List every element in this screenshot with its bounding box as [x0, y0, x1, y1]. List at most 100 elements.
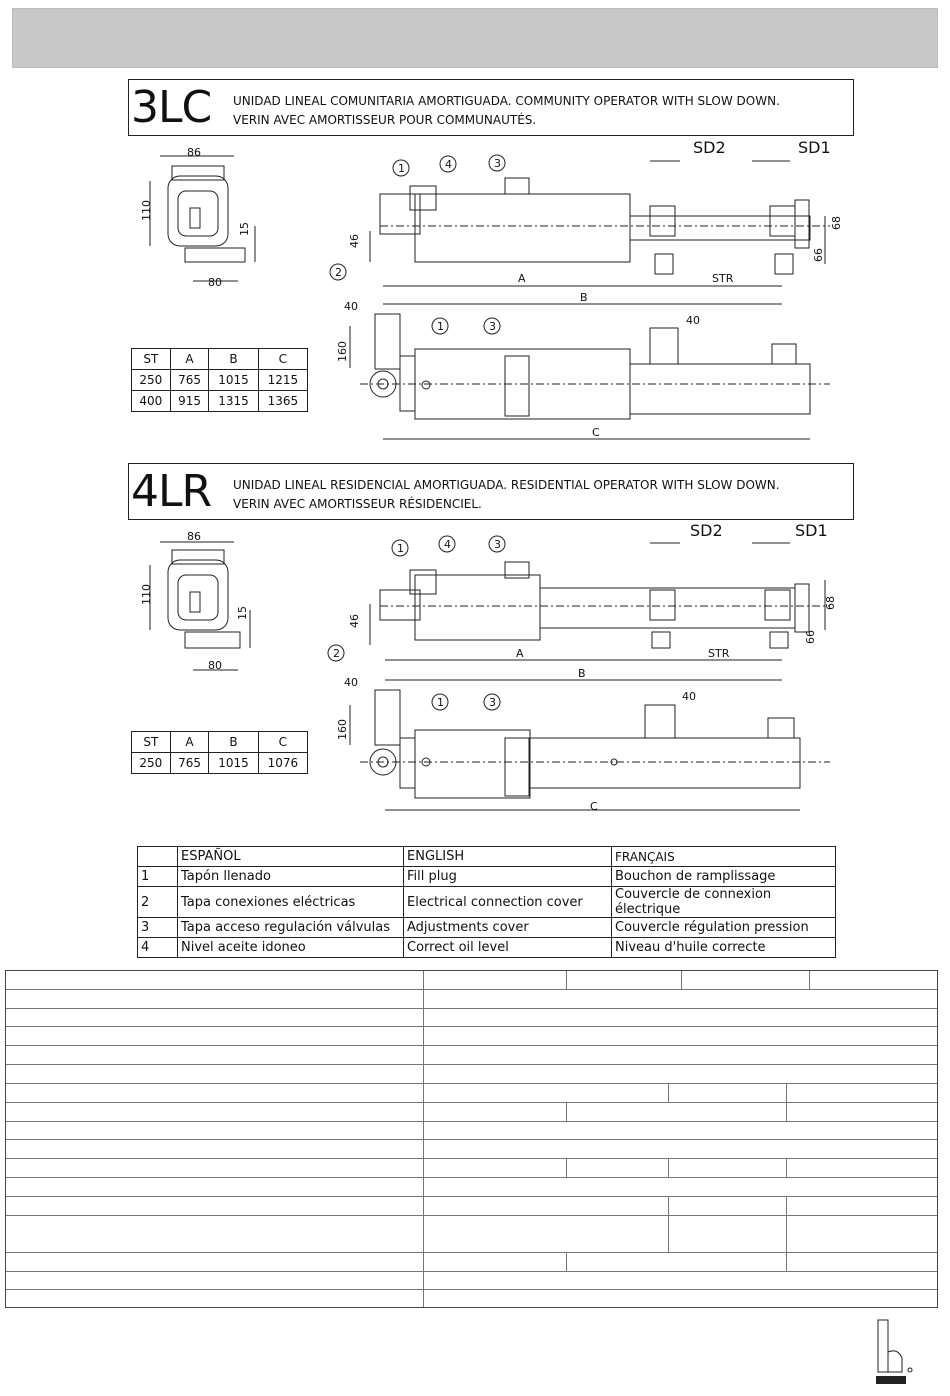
- table-cell: 1215: [257, 369, 309, 391]
- legend-french: Couvercle de connexion électrique: [611, 886, 836, 918]
- callout-3-bottom: 3: [489, 320, 496, 333]
- dim-c: C: [592, 426, 600, 439]
- legend-spanish: Tapón llenado: [177, 866, 404, 887]
- dim-160: 160: [336, 719, 349, 740]
- dim-66: 66: [812, 248, 825, 262]
- header-cell: A: [169, 731, 210, 753]
- legend-english: Adjustments cover: [403, 917, 612, 938]
- table-cell: 1315: [208, 390, 259, 412]
- dim-width: 86: [187, 530, 201, 543]
- table-cell: 400: [131, 390, 171, 412]
- label-sd2: SD2: [693, 138, 726, 157]
- dim-68: 68: [824, 596, 837, 610]
- legend-number: 1: [137, 866, 178, 887]
- dim-b: B: [580, 291, 588, 304]
- model-code: 3LC: [131, 82, 212, 133]
- table-cell: 765: [169, 752, 210, 774]
- table-cell: 1015: [208, 752, 259, 774]
- dim-40-right: 40: [686, 314, 700, 327]
- header-cell: B: [208, 348, 259, 370]
- label-sd2: SD2: [690, 521, 723, 540]
- model-4lr-dimension-table: ST A B C 250 765 1015 1076: [131, 731, 309, 774]
- dim-base: 80: [208, 659, 222, 672]
- legend-number: 3: [137, 917, 178, 938]
- model-description: UNIDAD LINEAL RESIDENCIAL AMORTIGUADA. R…: [233, 476, 780, 514]
- legend-english: Electrical connection cover: [403, 886, 612, 918]
- dim-46: 46: [348, 614, 361, 628]
- model-description: UNIDAD LINEAL COMUNITARIA AMORTIGUADA. C…: [233, 92, 780, 130]
- description-line-2: VERIN AVEC AMORTISSEUR RÉSIDENCIEL.: [233, 497, 482, 511]
- dim-a: A: [518, 272, 526, 285]
- dim-str: STR: [708, 647, 730, 660]
- legend-row: 3 Tapa acceso regulación válvulas Adjust…: [137, 917, 836, 938]
- table-row: 250 765 1015 1215: [131, 369, 309, 391]
- dim-40-right: 40: [682, 690, 696, 703]
- legend-row: 1 Tapón llenado Fill plug Bouchon de ram…: [137, 866, 836, 887]
- table-row: 400 915 1315 1365: [131, 390, 309, 412]
- description-line-1: UNIDAD LINEAL COMUNITARIA AMORTIGUADA. C…: [233, 94, 780, 108]
- legend-spanish: Tapa acceso regulación válvulas: [177, 917, 404, 938]
- dim-46: 46: [348, 234, 361, 248]
- dim-40-left: 40: [344, 676, 358, 689]
- dim-base: 80: [208, 276, 222, 289]
- model-4lr-title-box: 4LR UNIDAD LINEAL RESIDENCIAL AMORTIGUAD…: [128, 463, 854, 520]
- legend-spanish: Tapa conexiones eléctricas: [177, 886, 404, 918]
- header-cell-french: FRANÇAIS: [611, 846, 836, 867]
- header-cell: ST: [131, 731, 171, 753]
- dim-a: A: [516, 647, 524, 660]
- dim-width: 86: [187, 146, 201, 159]
- legend-french: Bouchon de ramplissage: [611, 866, 836, 887]
- table-header-row: ST A B C: [131, 348, 309, 370]
- callout-2: 2: [335, 266, 342, 279]
- dim-offset: 15: [236, 606, 249, 620]
- legend-number: 2: [137, 886, 178, 918]
- callout-4: 4: [445, 158, 452, 171]
- callout-1-bottom: 1: [437, 696, 444, 709]
- legend-french: Couvercle régulation pression: [611, 917, 836, 938]
- dim-b: B: [578, 667, 586, 680]
- header-cell: B: [208, 731, 259, 753]
- header-cell: [137, 846, 178, 867]
- legend-english: Correct oil level: [403, 937, 612, 958]
- model-4lr-drawing: 86 110 15 80 46 68 66 40 40 160 A STR B …: [140, 521, 837, 813]
- callout-3: 3: [494, 538, 501, 551]
- legend-number: 4: [137, 937, 178, 958]
- table-cell: 765: [169, 369, 210, 391]
- table-row: 250 765 1015 1076: [131, 752, 309, 774]
- header-cell-spanish: ESPAÑOL: [177, 846, 404, 867]
- model-3lc-dimension-table: ST A B C 250 765 1015 1215 400 915 1315 …: [131, 348, 309, 412]
- label-sd1: SD1: [795, 521, 828, 540]
- table-cell: 1015: [208, 369, 259, 391]
- header-cell: A: [169, 348, 210, 370]
- model-code: 4LR: [131, 466, 212, 517]
- parts-legend-table: ESPAÑOL ENGLISH FRANÇAIS 1 Tapón llenado…: [137, 846, 836, 958]
- callout-1-bottom: 1: [437, 320, 444, 333]
- callout-1: 1: [397, 542, 404, 555]
- callout-4: 4: [444, 538, 451, 551]
- legend-header-row: ESPAÑOL ENGLISH FRANÇAIS: [137, 846, 836, 867]
- header-bar: [12, 8, 938, 68]
- legend-row: 2 Tapa conexiones eléctricas Electrical …: [137, 886, 836, 918]
- table-cell: 250: [131, 369, 171, 391]
- dim-str: STR: [712, 272, 734, 285]
- label-sd1: SD1: [798, 138, 831, 157]
- dim-height: 110: [140, 584, 153, 605]
- dim-height: 110: [140, 200, 153, 221]
- callout-3-bottom: 3: [489, 696, 496, 709]
- model-3lc-title-box: 3LC UNIDAD LINEAL COMUNITARIA AMORTIGUAD…: [128, 79, 854, 136]
- dim-c: C: [590, 800, 598, 813]
- model-3lc-drawing: 86 110 15 80 46 68 66 40 40 160 A STR B …: [140, 138, 843, 440]
- dim-40-left: 40: [344, 300, 358, 313]
- dim-66: 66: [804, 630, 817, 644]
- callout-1: 1: [398, 162, 405, 175]
- legend-row: 4 Nivel aceite idoneo Correct oil level …: [137, 937, 836, 958]
- header-cell: C: [257, 731, 309, 753]
- table-cell: 1365: [257, 390, 309, 412]
- header-cell-english: ENGLISH: [403, 846, 612, 867]
- header-cell: ST: [131, 348, 171, 370]
- header-cell: C: [257, 348, 309, 370]
- table-cell: 915: [169, 390, 210, 412]
- legend-spanish: Nivel aceite idoneo: [177, 937, 404, 958]
- description-line-1: UNIDAD LINEAL RESIDENCIAL AMORTIGUADA. R…: [233, 478, 780, 492]
- description-line-2: VERIN AVEC AMORTISSEUR POUR COMMUNAUTÉS.: [233, 113, 537, 127]
